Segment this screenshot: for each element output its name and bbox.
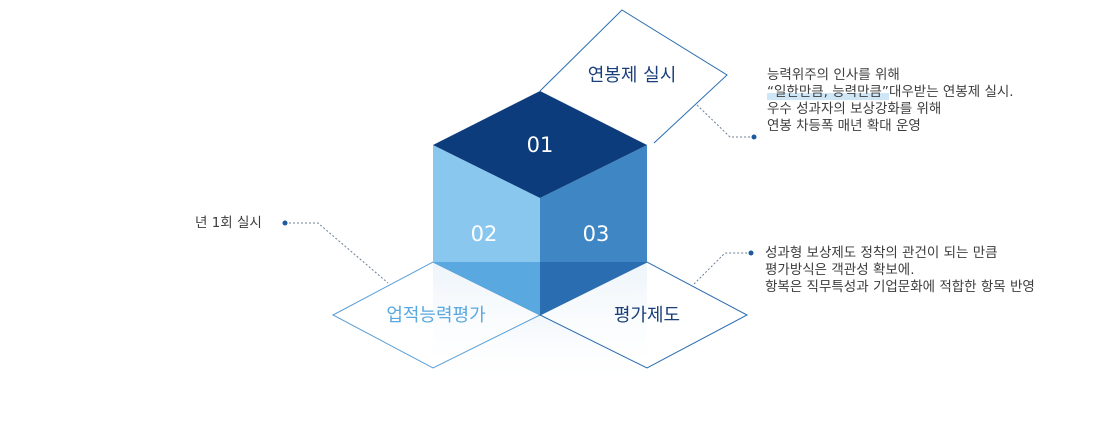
top-panel-outline bbox=[539, 9, 728, 144]
note-line: 평가방식은 객관성 확보에. bbox=[765, 262, 915, 278]
note-line: 성과형 보상제도 정착의 관건이 되는 만큼 bbox=[765, 245, 998, 261]
cube-left-face-upper bbox=[433, 145, 540, 262]
cube-number-03: 03 bbox=[583, 222, 610, 246]
top-leader-dot bbox=[751, 134, 757, 140]
note-line: 항복은 직무특성과 기업문화에 적합한 항목 반영 bbox=[765, 279, 1035, 295]
note-line: 우수 성과자의 보상강화를 위해 bbox=[767, 101, 942, 117]
right-panel-label: 평가제도 bbox=[614, 305, 680, 326]
left-leader-line bbox=[285, 222, 389, 284]
top-right-note: 능력위주의 인사를 위해 “일한만큼, 능력만큼”대우받는 연봉제 실시. 우수… bbox=[767, 67, 1014, 135]
bottom-right-leader-dot bbox=[748, 250, 754, 256]
cube-right-face-upper bbox=[540, 145, 647, 262]
cube-left-face-lower bbox=[433, 262, 540, 315]
top-panel-label: 연봉제 실시 bbox=[588, 65, 677, 86]
left-leader-dot bbox=[282, 220, 288, 226]
note-highlight: “일한만큼, 능력만큼” bbox=[767, 84, 889, 100]
note-line: 년 1회 실시 bbox=[195, 215, 262, 231]
note-line: “일한만큼, 능력만큼”대우받는 연봉제 실시. bbox=[767, 84, 1014, 101]
bottom-right-note: 성과형 보상제도 정착의 관건이 되는 만큼 평가방식은 객관성 확보에. 항복… bbox=[765, 245, 1035, 296]
cube-right-face-lower bbox=[540, 262, 647, 315]
note-line-rest: 대우받는 연봉제 실시. bbox=[888, 84, 1014, 100]
cube-number-01: 01 bbox=[527, 133, 554, 157]
top-leader-line bbox=[696, 104, 754, 138]
cube-top-face bbox=[433, 91, 647, 198]
left-note: 년 1회 실시 bbox=[195, 215, 262, 232]
note-line: 능력위주의 인사를 위해 bbox=[767, 67, 900, 83]
left-panel-label: 업적능력평가 bbox=[386, 305, 485, 326]
bottom-right-leader-line bbox=[693, 252, 751, 285]
cube-number-02: 02 bbox=[471, 222, 498, 246]
note-line: 연봉 차등폭 매년 확대 운영 bbox=[767, 118, 921, 134]
